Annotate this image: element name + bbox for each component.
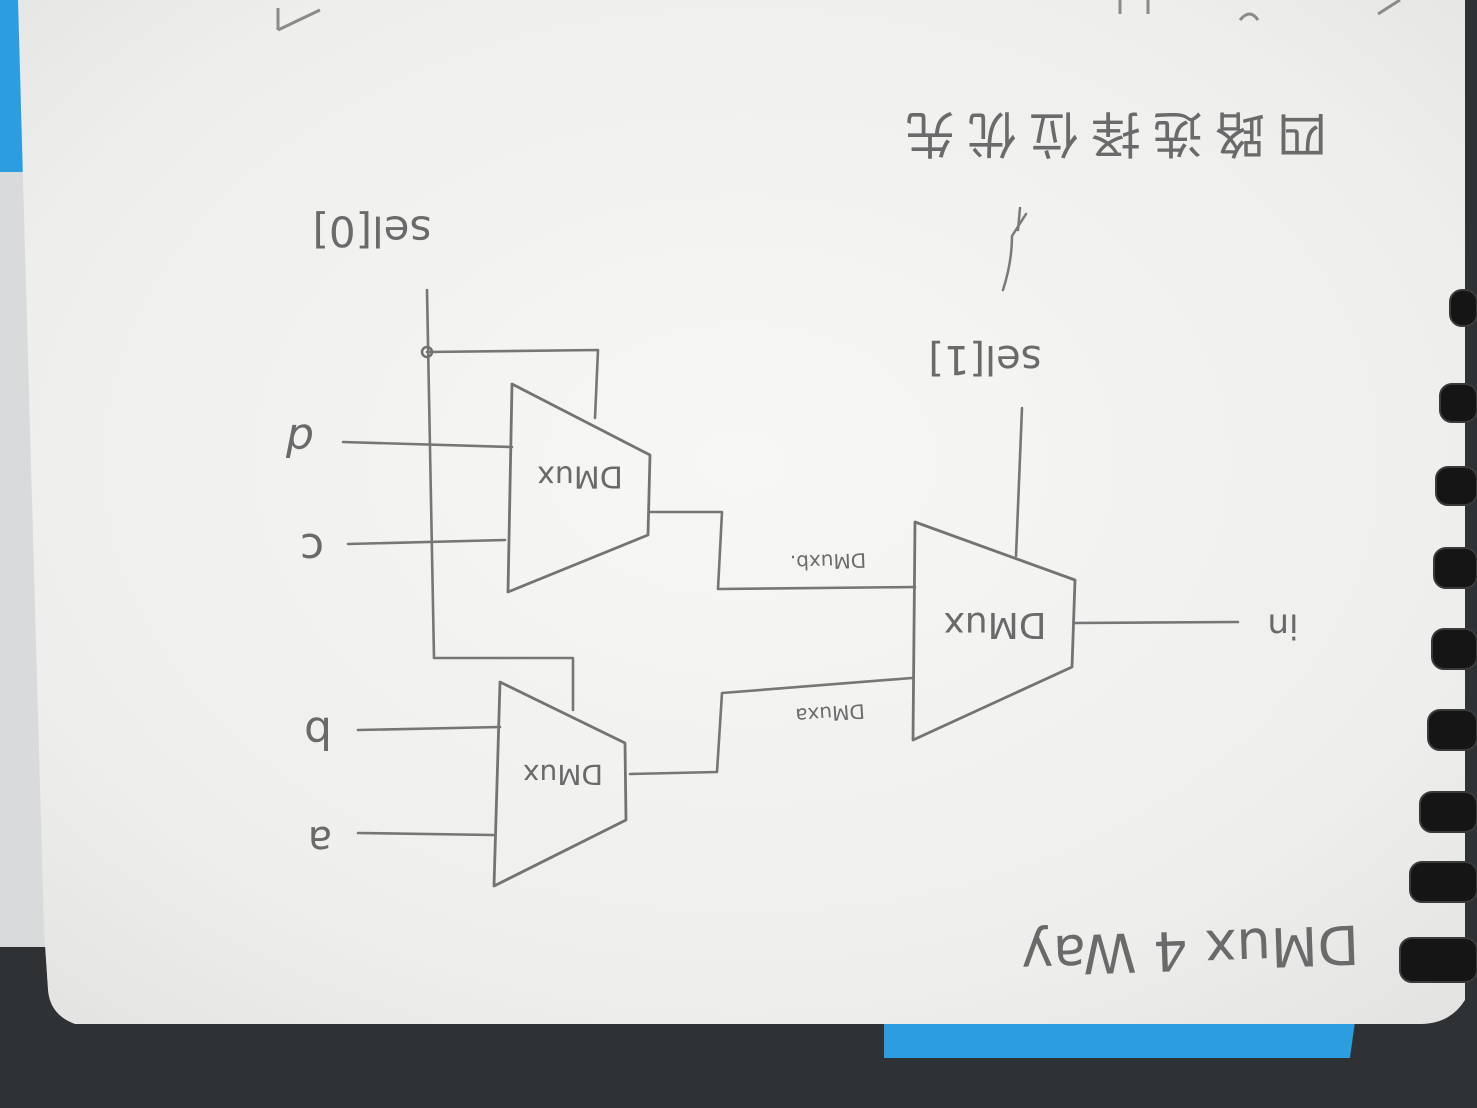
sel0-wire [425, 288, 575, 712]
binding-ring [1399, 937, 1477, 983]
previous-sketch-marks [276, 0, 1401, 32]
output-c-label: c [300, 523, 324, 574]
output-a-wire [356, 831, 495, 837]
signal-in-label: in [1268, 606, 1299, 646]
circuit-wires [341, 288, 1240, 837]
signal-sel1-label: sel[1] [928, 336, 1041, 382]
binding-ring [1439, 383, 1477, 423]
output-b-wire [356, 725, 502, 732]
lower-dmux-label: DMux [523, 758, 603, 791]
output-d-wire [341, 440, 514, 449]
binding-ring [1409, 861, 1477, 903]
spiral-binding [1399, 289, 1477, 983]
sel0-branch-wire [425, 348, 600, 420]
in-wire [1073, 620, 1240, 625]
output-b-label: b [304, 707, 332, 758]
output-c-wire [346, 538, 507, 546]
wire-label-dmuxa: DMuxa [795, 699, 866, 728]
arrow-icon [1001, 206, 1028, 292]
junction-dot [420, 345, 434, 359]
dmuxb-wire [648, 510, 917, 591]
notebook-page [18, 0, 1465, 1024]
main-dmux-label: DMux [944, 604, 1047, 645]
binding-ring [1433, 547, 1477, 589]
wire-label-dmuxb: DMuxb. [790, 548, 867, 575]
page-title: DMux 4 Way [1020, 912, 1360, 987]
upper-dmux-label: DMux [537, 459, 623, 494]
sel1-wire [1014, 406, 1024, 558]
lower-dmux-block [492, 680, 628, 888]
main-dmux-block [911, 520, 1077, 742]
binding-ring [1435, 466, 1477, 506]
output-d-label: d [285, 414, 314, 465]
priority-note: 四路选择位优先 [893, 105, 1327, 163]
binding-ring [1427, 709, 1477, 751]
upper-dmux-block [506, 382, 652, 594]
binding-ring [1431, 628, 1477, 670]
binding-ring [1419, 791, 1477, 833]
binding-ring [1449, 289, 1477, 327]
output-a-label: a [308, 817, 333, 863]
dmuxa-wire [628, 676, 914, 776]
signal-sel0-label: sel[0] [313, 207, 432, 256]
